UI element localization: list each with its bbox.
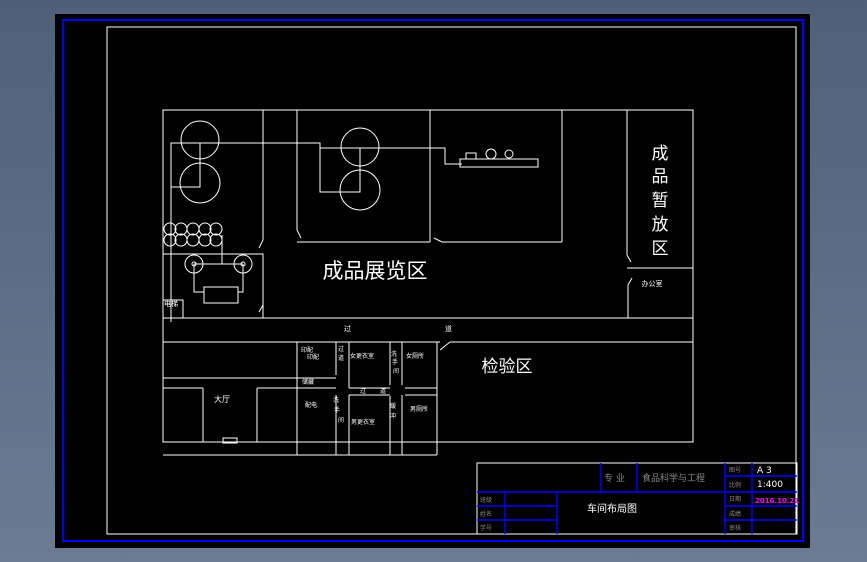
label-room: 过: [360, 387, 366, 395]
label-room: 道: [338, 354, 344, 362]
label-room: 间: [393, 367, 399, 375]
label-room: 配电: [305, 401, 317, 409]
class-label: 班级: [480, 496, 492, 504]
label-room: 道: [380, 387, 386, 395]
drawing-title: 车间布局图: [587, 502, 637, 515]
title-block: 专 业 食品科学与工程 图号 比例 日期 成绩 审核 班级 姓名 学号 A 3 …: [476, 462, 799, 535]
zone-labels: 成品展览区 成 品 暂 放 区 检验区 办公室 电梯 过 道 大厅 印配 印配 …: [164, 144, 669, 426]
reviewer-label: 审核: [729, 524, 741, 532]
label-exhibition: 成品展览区: [323, 259, 428, 283]
label-temp-storage: 品: [652, 167, 669, 187]
label-office: 办公室: [642, 279, 663, 288]
sheet-frame: [62, 19, 804, 542]
label-room: 洗: [391, 350, 397, 358]
label-room: 手: [392, 358, 398, 366]
date-label: 日期: [729, 495, 741, 503]
building-walls: [162, 109, 694, 456]
label-room: 印配: [301, 347, 313, 354]
label-room: 女厕所: [406, 352, 424, 360]
label-temp-storage: 放: [652, 215, 669, 235]
label-room: 手: [334, 406, 340, 414]
label-room: 过: [338, 345, 344, 353]
label-temp-storage: 成: [652, 144, 669, 164]
cad-drawing-canvas[interactable]: 成品展览区 成 品 暂 放 区 检验区 办公室 电梯 过 道 大厅 印配 印配 …: [55, 14, 810, 548]
id-label: 学号: [480, 524, 492, 532]
scale-label: 比例: [729, 481, 741, 489]
drawing-border: [106, 26, 797, 535]
conveyor-icon: [459, 158, 539, 168]
label-room: 间: [338, 416, 344, 424]
label-temp-storage: 暂: [652, 191, 669, 211]
scale-value: 1:400: [757, 480, 783, 490]
label-room: 印配: [307, 354, 319, 361]
major-label: 专 业: [604, 472, 625, 484]
label-elevator: 电梯: [164, 299, 178, 308]
label-room: 男更衣室: [351, 418, 375, 426]
label-room: 洗: [333, 396, 339, 404]
grade-label: 成绩: [729, 510, 741, 518]
floor-plan-svg: 成品展览区 成 品 暂 放 区 检验区 办公室 电梯 过 道 大厅 印配 印配 …: [62, 19, 804, 542]
label-room: 缓: [390, 402, 396, 410]
name-label: 姓名: [480, 510, 492, 518]
bottle-array-icon: [163, 222, 223, 247]
label-room: 男厕所: [410, 405, 428, 413]
equipment: [163, 120, 539, 322]
label-corridor: 道: [445, 324, 452, 333]
sheet-label: 图号: [729, 467, 741, 474]
label-temp-storage: 区: [652, 239, 669, 259]
label-room: 女更衣室: [350, 352, 374, 360]
label-hall: 大厅: [214, 394, 230, 404]
label-inspection: 检验区: [482, 357, 533, 377]
label-room: 储藏: [302, 378, 314, 386]
sheet-value: A 3: [757, 466, 772, 476]
major-value: 食品科学与工程: [642, 472, 705, 484]
label-room: 冲: [390, 412, 396, 420]
label-corridor: 过: [344, 324, 351, 333]
date-value: 2016.10.21: [755, 497, 799, 505]
